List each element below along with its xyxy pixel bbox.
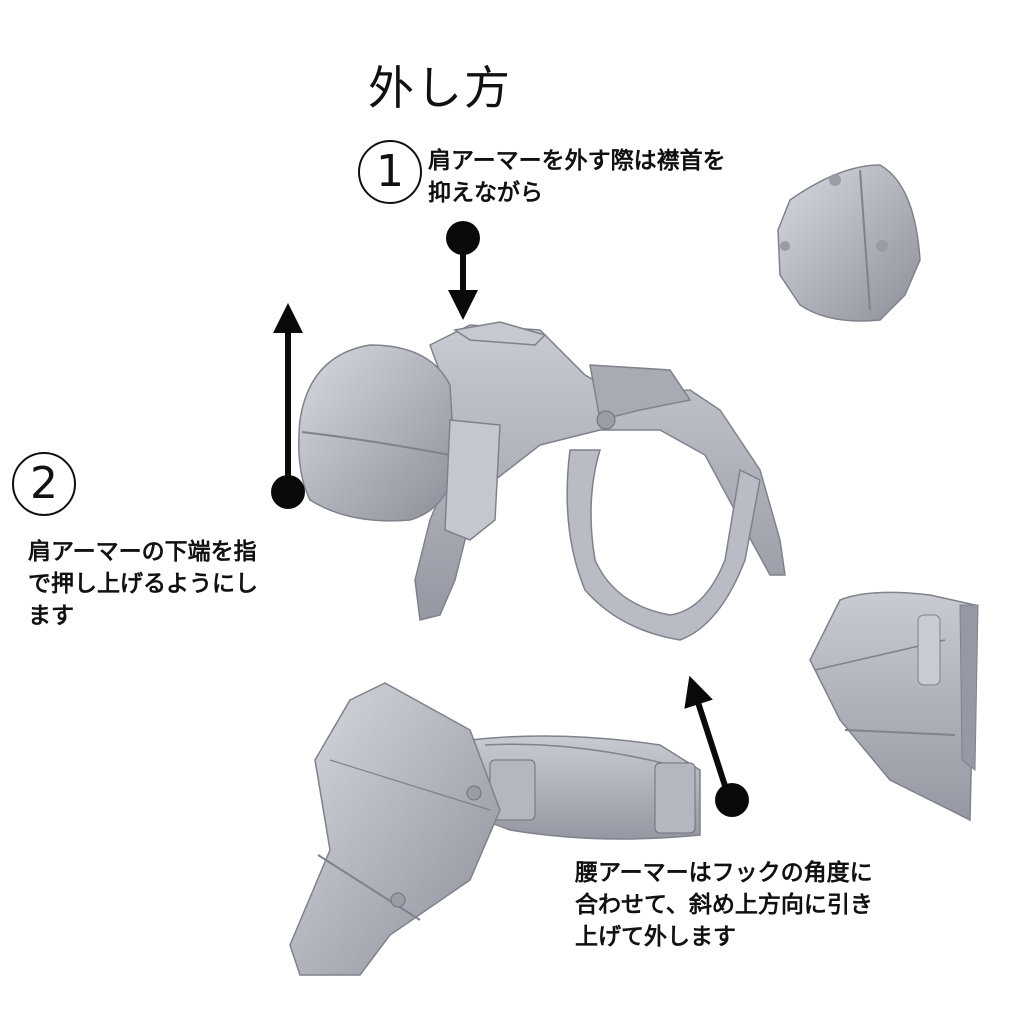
page-title: 外し方 (368, 61, 512, 115)
arrow-press-down (446, 221, 480, 320)
step-1-number: 1 (358, 140, 422, 204)
harness-plate-right (589, 364, 692, 421)
detached-shoulder-piece (777, 164, 921, 322)
arrow-push-up (271, 303, 305, 509)
step-2-text: 肩アーマーの下端を指 で押し上げるようにし ます (28, 539, 258, 629)
waist-tasset (289, 682, 501, 976)
waist-armor-note: 腰アーマーはフックの角度に 合わせて、斜め上方向に引き 上げて外します (575, 860, 873, 950)
shoulder-pauldron (298, 344, 501, 541)
harness-neck-tab (453, 321, 547, 346)
step-1-text: 肩アーマーを外す際は襟首を 抑えながら (428, 148, 726, 206)
harness-strap-right (566, 449, 761, 641)
arrow-lift-diagonal (684, 675, 749, 817)
detached-side-plate (809, 591, 979, 822)
step-2-number: 2 (12, 452, 76, 516)
waist-armor (289, 682, 701, 976)
